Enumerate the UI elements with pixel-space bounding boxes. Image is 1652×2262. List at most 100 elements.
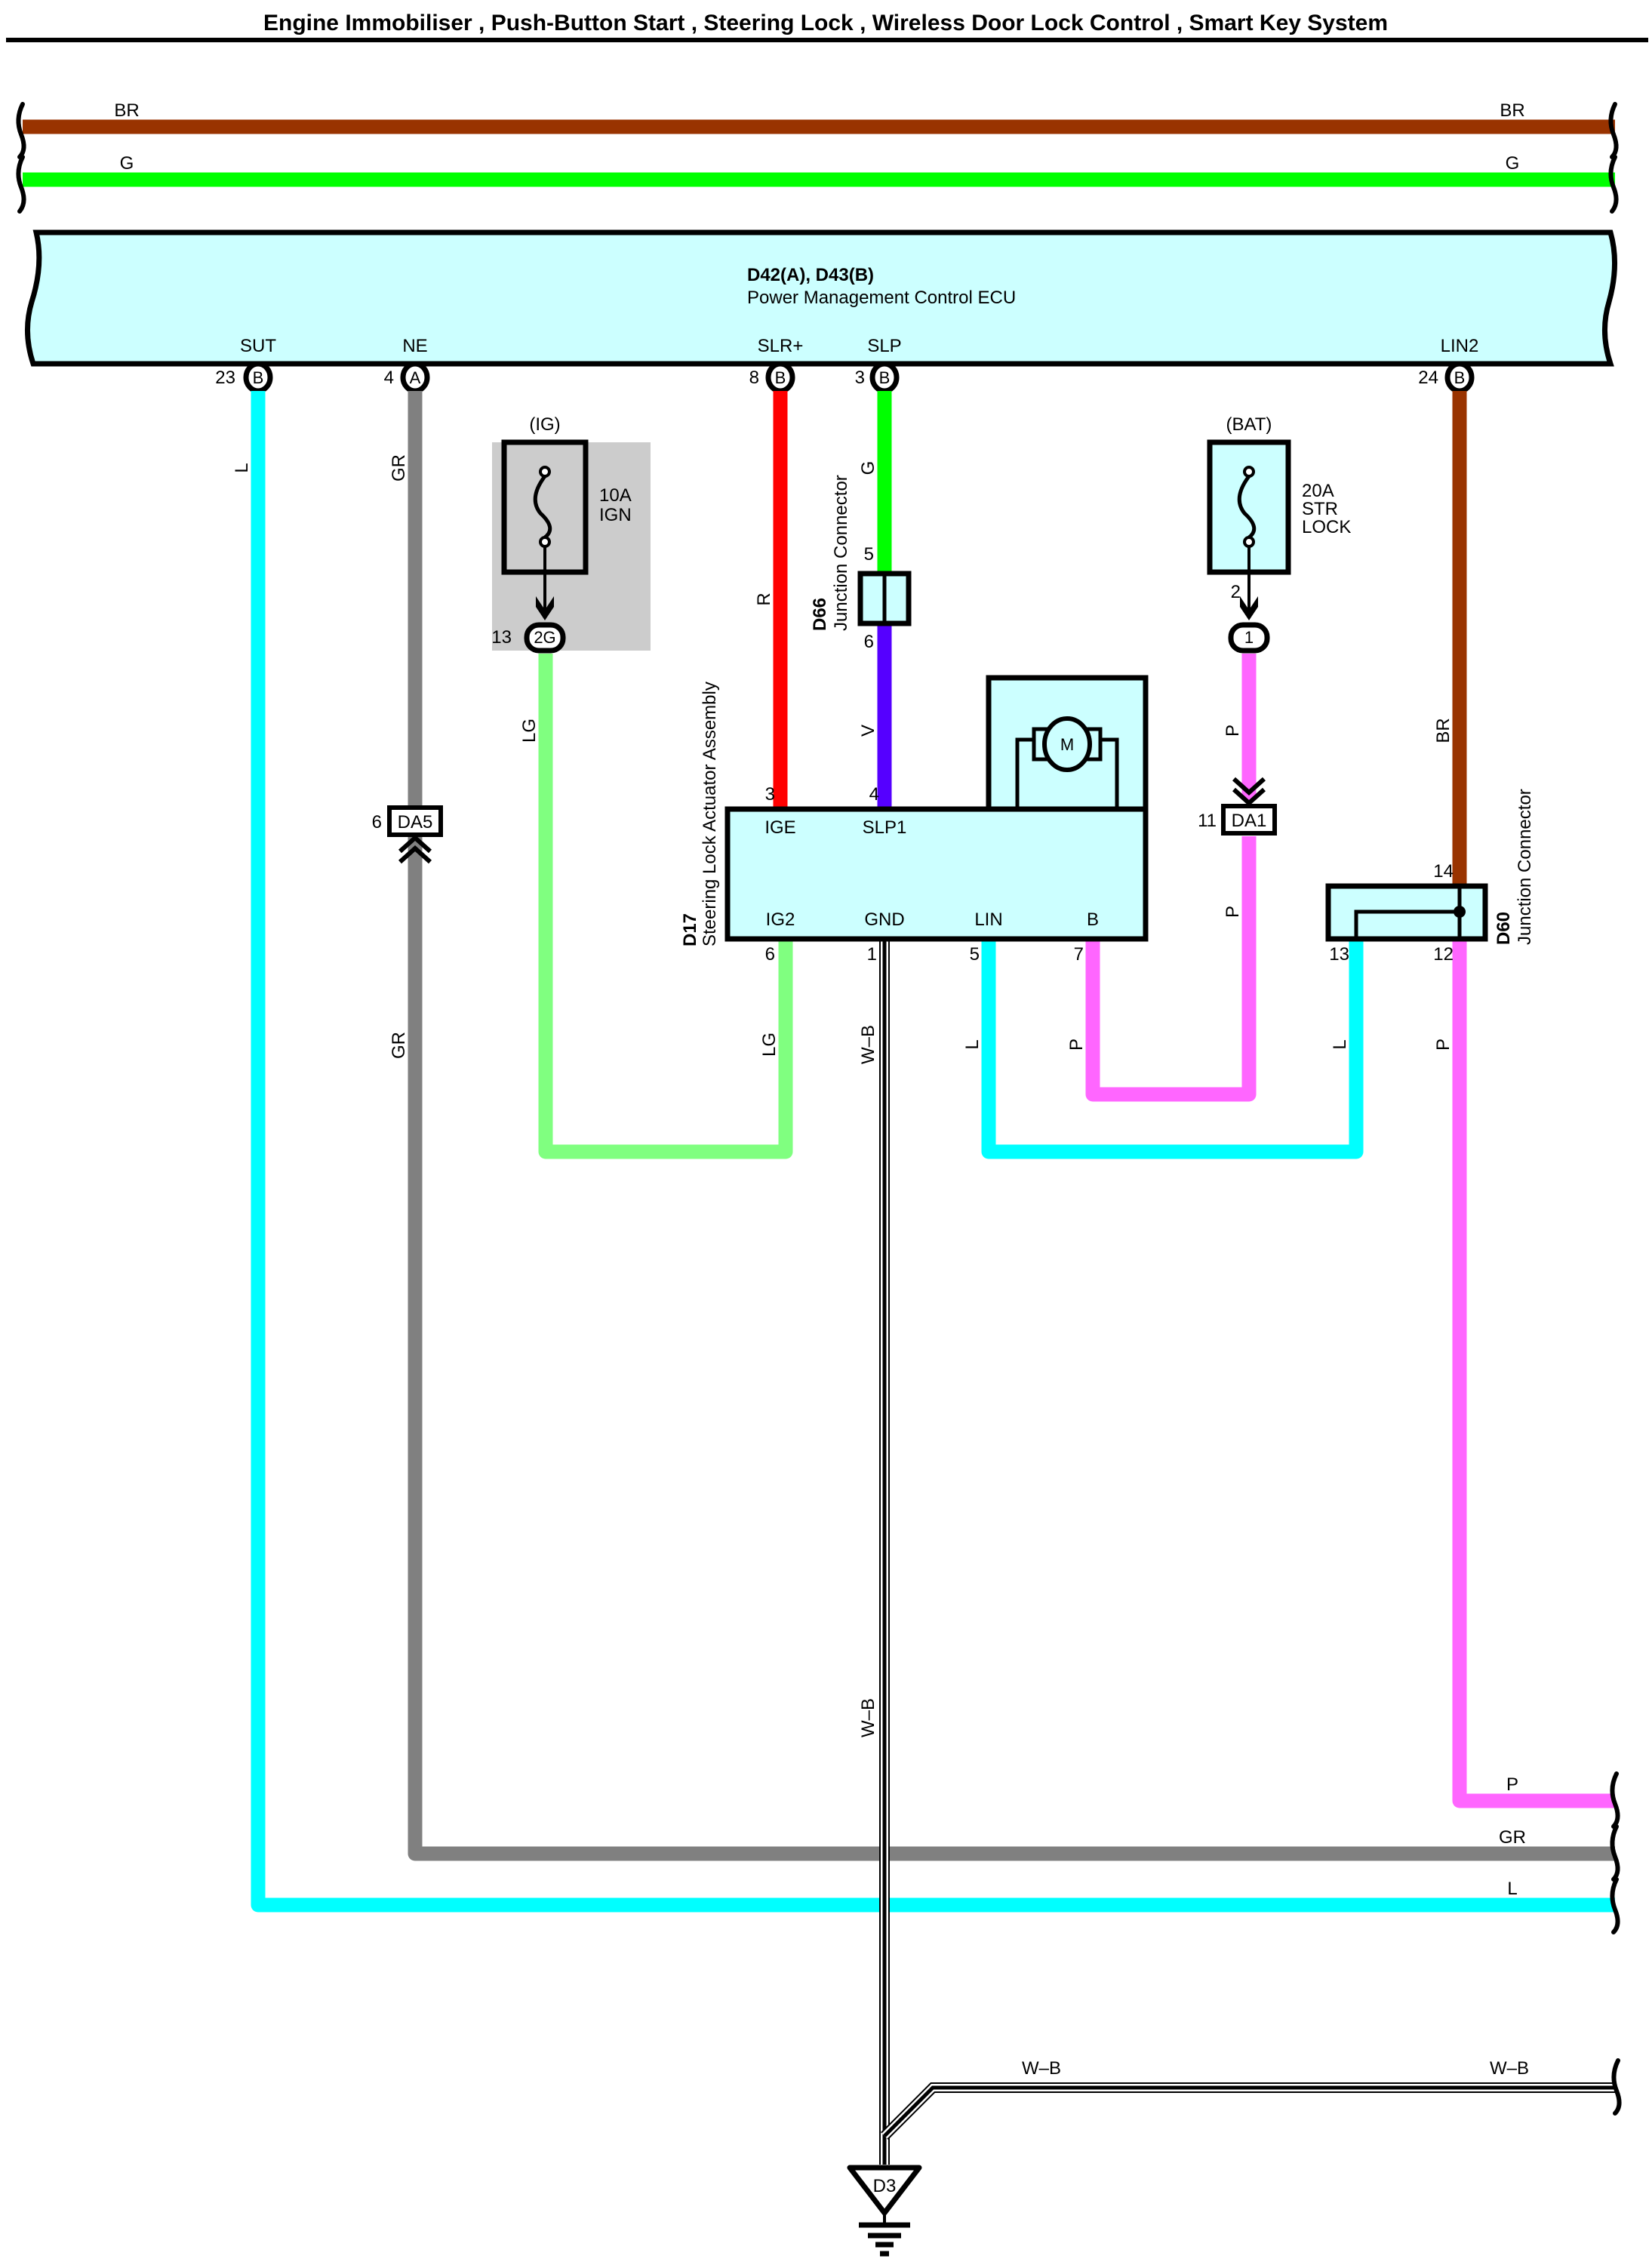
d17-pin-ig2: IG2 [766,909,795,930]
connector-letter: B [879,368,891,387]
ecu-pin-slr[interactable]: SLR+ 8 B [749,336,804,394]
pin-number: 23 [215,368,235,388]
connector-letter: A [410,368,421,387]
d17-pin-b: B [1087,909,1099,930]
d17-pin-b-number: 7 [1074,944,1084,965]
wire-label-br-left: BR [114,100,139,121]
wire-label-g-right: G [1506,153,1520,174]
fuse-ig-connector: 2G [534,628,555,647]
da1-pin: 11 [1198,811,1217,831]
break-mark-icon [1610,1877,1620,1934]
pin-name: NE [402,336,427,356]
pin-name: SUT [240,336,276,356]
ecu-pin-ne[interactable]: NE 4 A [384,336,430,394]
wire-label-lg: LG [519,719,540,743]
wire-label-p-bottom: P [1506,1774,1518,1795]
wire-l-sut[interactable] [251,391,1615,1913]
ground-point-d3[interactable]: D3 [847,2165,922,2257]
break-mark-icon [1608,155,1619,214]
ecu-power-management[interactable]: D42(A), D43(B) Power Management Control … [25,229,1617,367]
fuse-ig-name: IGN [599,505,632,525]
d17-pin-ige: IGE [764,817,795,838]
break-mark-icon [1610,1771,1620,1829]
wire-label-l-lin: L [962,1039,983,1049]
fuse-ign-10a[interactable]: (IG) 10A IGN 13 2G [491,414,651,654]
connector-da5[interactable]: DA5 6 [372,805,443,864]
ground-id: D3 [873,2176,897,2196]
fuse-bat-name-line1: STR [1302,499,1338,519]
top-wire-br: BR BR [23,100,1615,134]
ecu-name: Power Management Control ECU [747,288,1016,308]
d17-pin-gnd: GND [864,909,904,930]
junction-connector-d66[interactable]: 5 6 D66 Junction Connector [810,475,912,652]
fuse-bat-name-line2: LOCK [1302,517,1351,537]
wire-label-p-3: P [1066,1039,1087,1051]
pin-name: LIN2 [1441,336,1479,356]
wire-p-b[interactable] [1085,836,1257,1102]
wire-l-lin[interactable] [981,939,1364,1159]
wire-label-gr-bottom: GR [1499,1827,1526,1848]
d60-name: Junction Connector [1515,789,1535,945]
d17-pin-lin-number: 5 [970,944,980,965]
d17-pin-ige-number: 3 [765,784,775,805]
connector-letter: B [775,368,786,387]
da1-label: DA1 [1232,811,1267,831]
title-rule [6,38,1648,42]
wire-label-p-2: P [1223,906,1243,918]
d17-pin-gnd-number: 1 [867,944,877,965]
wire-label-gr-lower: GR [389,1032,409,1059]
wire-gr-ne[interactable] [408,391,1615,1861]
d17-pin-slp1-number: 4 [869,784,879,805]
chevron-down-icon [1232,777,1266,807]
d17-pin-slp1: SLP1 [863,817,907,838]
d60-pin-bottom-right: 12 [1433,944,1454,965]
wire-wb-gnd[interactable] [879,939,1615,2165]
chevron-up-icon [398,834,432,864]
da5-label: DA5 [398,812,433,832]
pin-name: SLP [867,336,901,356]
wire-label-br: BR [1433,718,1454,743]
d17-id: D17 [680,913,700,946]
d17-name: Steering Lock Actuator Assembly [700,682,720,946]
wire-label-l-bottom: L [1507,1879,1517,1899]
wire-label-v: V [858,725,878,737]
fuse-bat-pin: 2 [1231,582,1241,602]
fuse-bat-rating: 20A [1302,481,1334,501]
wire-label-lg-lower: LG [759,1033,780,1057]
fuse-bat-connector: 1 [1244,628,1254,647]
connector-da1[interactable]: DA1 11 [1198,777,1277,836]
ground-icon [859,2213,910,2257]
fuse-str-lock-20a[interactable]: (BAT) 20A STR LOCK 2 1 [1207,414,1351,654]
wire-label-p-d60: P [1433,1039,1454,1051]
connector-letter: B [1454,368,1466,387]
wire-label-gr: GR [389,454,409,482]
wire-label-l: L [232,463,252,472]
junction-connector-d60[interactable]: 14 13 12 D60 Junction Connector [1325,789,1535,965]
wire-label-l-d60: L [1330,1039,1350,1049]
fuse-ig-source: (IG) [529,414,560,435]
d60-pin-top: 14 [1433,861,1454,882]
pin-number: 24 [1418,368,1438,388]
d66-id: D66 [810,598,830,631]
motor-icon: M [1015,716,1119,809]
pin-number: 3 [855,368,865,388]
pin-number: 8 [749,368,759,388]
wire-p-d60[interactable] [1452,939,1615,1808]
wire-label-wb-branch-right: W–B [1490,2058,1529,2079]
fuse-ig-pin: 13 [491,627,512,648]
top-wire-g: G G [23,153,1615,187]
break-mark-icon [1608,102,1619,159]
d66-name: Junction Connector [831,475,851,631]
break-mark-icon [16,155,26,214]
wire-label-r: R [754,592,774,605]
splice-dot-icon [1454,906,1466,918]
fuse-ig-background [492,442,651,651]
wire-label-br-right: BR [1500,100,1524,121]
fuse-bat-source: (BAT) [1226,414,1272,435]
steering-lock-actuator-d17[interactable]: M 3 4 IGE SLP1 IG2 GND LIN B 6 1 5 7 D17… [680,675,1149,965]
d66-pin-bottom: 6 [864,632,874,652]
d60-id: D60 [1494,912,1514,945]
diagram-title: Engine Immobiliser , Push-Button Start ,… [263,11,1388,35]
wire-lg-ig2[interactable] [538,654,793,1159]
